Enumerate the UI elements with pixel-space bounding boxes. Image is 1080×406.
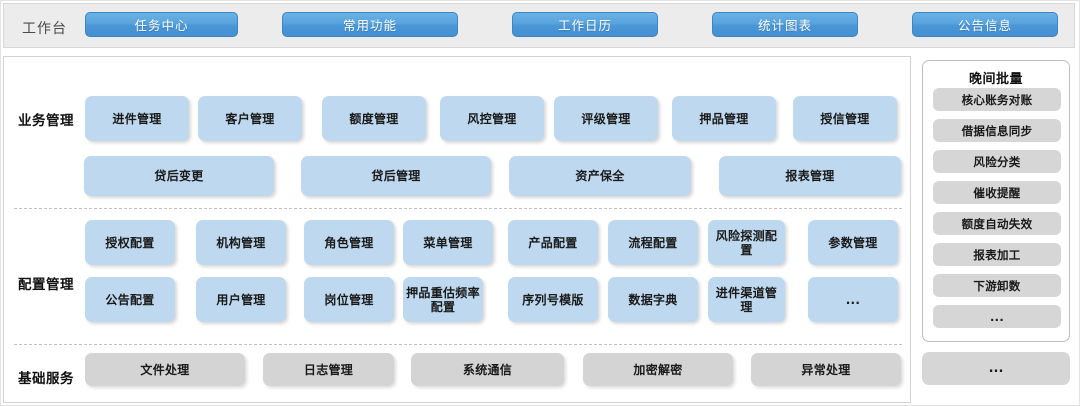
nightly-batch-item[interactable]: 下游卸数	[933, 274, 1061, 297]
section-label-1: 配置管理	[18, 277, 74, 293]
module-card[interactable]: 客户管理	[198, 96, 302, 141]
module-card[interactable]: 系统通信	[411, 353, 564, 386]
module-card[interactable]: 贷后变更	[84, 156, 274, 196]
module-card[interactable]: 参数管理	[808, 220, 898, 265]
module-card[interactable]: 异常处理	[751, 353, 901, 386]
nav-button-0[interactable]: 任务中心	[85, 12, 238, 37]
nav-button-3[interactable]: 统计图表	[712, 12, 858, 37]
module-card[interactable]: 授信管理	[793, 96, 897, 141]
nightly-batch-title: 晚间批量	[968, 72, 1023, 87]
module-card[interactable]: 用户管理	[196, 277, 286, 322]
module-card[interactable]: 公告配置	[85, 277, 175, 322]
nightly-batch-item[interactable]: 风险分类	[933, 150, 1061, 173]
nightly-batch-item[interactable]: 催收提醒	[933, 181, 1061, 204]
module-card[interactable]: 风险探测配置	[708, 220, 785, 265]
nightly-batch-item[interactable]: 报表加工	[933, 243, 1061, 266]
section-label-2: 基础服务	[18, 371, 74, 387]
nav-button-4[interactable]: 公告信息	[912, 12, 1058, 37]
module-card[interactable]: 序列号模版	[508, 277, 598, 322]
workbench-title: 工作台	[22, 21, 67, 37]
nav-button-1[interactable]: 常用功能	[282, 12, 458, 37]
module-card[interactable]: 资产保全	[509, 156, 691, 196]
module-card[interactable]: 押品重估频率配置	[403, 277, 483, 322]
module-card[interactable]: 机构管理	[196, 220, 286, 265]
module-card[interactable]: 数据字典	[608, 277, 698, 322]
section-label-0: 业务管理	[18, 113, 74, 129]
section-divider-0	[14, 208, 902, 209]
module-map-panel: 业务管理进件管理客户管理额度管理风控管理评级管理押品管理授信管理贷后变更贷后管理…	[3, 56, 911, 403]
module-card[interactable]: 角色管理	[304, 220, 394, 265]
module-card[interactable]: 文件处理	[85, 353, 245, 386]
module-card[interactable]: 流程配置	[608, 220, 698, 265]
nightly-batch-panel: 晚间批量 核心账务对账借据信息同步风险分类催收提醒额度自动失效报表加工下游卸数.…	[922, 60, 1070, 342]
module-card[interactable]: 岗位管理	[304, 277, 394, 322]
nightly-batch-item[interactable]: 借据信息同步	[933, 119, 1061, 142]
nightly-batch-item[interactable]: 额度自动失效	[933, 212, 1061, 235]
module-card[interactable]: 产品配置	[508, 220, 598, 265]
module-card[interactable]: 风控管理	[440, 96, 544, 141]
module-card[interactable]: 菜单管理	[403, 220, 493, 265]
module-card[interactable]: 日志管理	[263, 353, 394, 386]
nightly-batch-item[interactable]: 核心账务对账	[933, 88, 1061, 111]
module-card[interactable]: 评级管理	[554, 96, 658, 141]
module-card[interactable]: 进件管理	[85, 96, 189, 141]
module-card[interactable]: 贷后管理	[301, 156, 491, 196]
nightly-batch-item[interactable]: ...	[933, 305, 1061, 328]
side-more-card[interactable]: ...	[922, 352, 1070, 385]
module-card[interactable]: 进件渠道管理	[708, 277, 785, 322]
section-divider-1	[14, 344, 902, 345]
module-card[interactable]: 加密解密	[583, 353, 733, 386]
module-card[interactable]: 押品管理	[672, 96, 776, 141]
nav-button-2[interactable]: 工作日历	[512, 12, 658, 37]
module-card[interactable]: 授权配置	[85, 220, 175, 265]
module-card[interactable]: 报表管理	[719, 156, 901, 196]
module-card[interactable]: ...	[808, 277, 898, 322]
module-card[interactable]: 额度管理	[322, 96, 426, 141]
